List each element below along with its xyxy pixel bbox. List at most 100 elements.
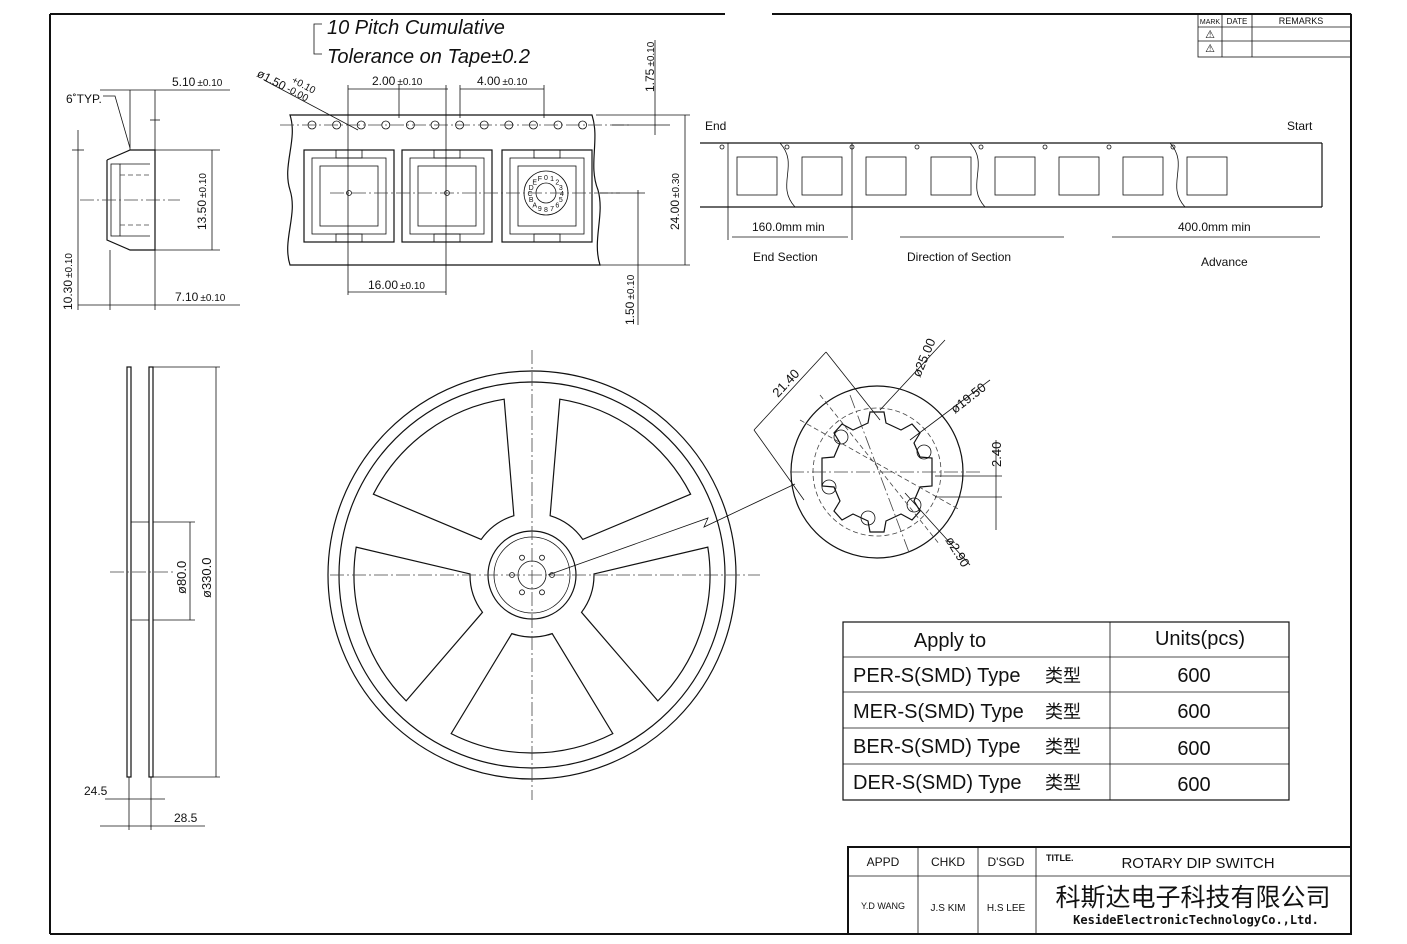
reel-window bbox=[372, 398, 515, 541]
dial-mark: 4 bbox=[560, 191, 564, 198]
dial-mark: 3 bbox=[559, 185, 563, 192]
hub-dim-key-width: 2.40 bbox=[989, 442, 1004, 467]
tape-pocket bbox=[303, 149, 395, 243]
title-appd-name: Y.D WANG bbox=[861, 901, 905, 911]
dial-mark: 1 bbox=[550, 176, 554, 183]
tape-dim-width: 24.00±0.30 bbox=[668, 173, 682, 230]
pitch-note-line2: Tolerance on Tape±0.2 bbox=[327, 46, 530, 68]
tape-dim-bottom-offset: 1.50±0.10 bbox=[623, 274, 637, 325]
dial-mark: D bbox=[529, 185, 534, 192]
pitch-note: 10 Pitch Cumulative Tolerance on Tape±0.… bbox=[313, 17, 530, 68]
leader-hole bbox=[1042, 144, 1048, 150]
company-name-cn: 科斯达电子科技有限公司 bbox=[1055, 883, 1330, 912]
dial-mark: C bbox=[527, 191, 532, 198]
reel-side-view: ø80.0 ø330.0 24.5 28.5 bbox=[84, 366, 220, 830]
dial-mark: 9 bbox=[538, 206, 542, 213]
reel-front-view bbox=[327, 350, 796, 800]
units-row-type: DER-S(SMD) Type bbox=[853, 772, 1022, 794]
units-row-count: 600 bbox=[1177, 701, 1210, 723]
tape-pocket bbox=[401, 149, 493, 243]
title-chkd-name: J.S KIM bbox=[930, 903, 965, 914]
dial-mark: B bbox=[529, 197, 534, 204]
units-row-count: 600 bbox=[1177, 738, 1210, 760]
dial-mark: F bbox=[538, 176, 542, 183]
dial-mark: 8 bbox=[544, 207, 548, 214]
hub-hole bbox=[539, 554, 545, 561]
leader-pockets bbox=[719, 144, 1228, 196]
sheet-border bbox=[49, 13, 1352, 935]
leader-pocket bbox=[736, 156, 778, 196]
tape-pockets bbox=[303, 149, 593, 243]
hub-hole bbox=[519, 554, 525, 561]
dial-mark: 6 bbox=[555, 202, 559, 209]
tape-dim-pocket-pitch: 16.00±0.10 bbox=[368, 278, 425, 292]
dial-mark: 5 bbox=[559, 197, 563, 204]
units-row-type: PER-S(SMD) Type bbox=[853, 665, 1020, 687]
units-row-count: 600 bbox=[1177, 774, 1210, 796]
hub-dim-outer-dia: ø25.00 bbox=[909, 336, 939, 379]
dial-mark: E bbox=[532, 180, 537, 187]
hub-hole bbox=[519, 589, 525, 596]
title-appd-label: APPD bbox=[867, 855, 900, 869]
tape-dim-edge-offset: 1.75±0.10 bbox=[643, 41, 657, 92]
revision-table: MARK DATE REMARKS ⚠ ⚠ bbox=[1197, 13, 1352, 58]
units-table: Apply to Units(pcs) PER-S(SMD) Type 类型 6… bbox=[842, 621, 1290, 801]
leader-end-section: End Section bbox=[753, 250, 818, 264]
leader-trailer-diagram: End Start 160.0mm min 400.0mm min End Se… bbox=[700, 119, 1323, 269]
side-dim-width-bottom: 7.10±0.10 bbox=[175, 290, 226, 304]
leader-hole bbox=[978, 144, 984, 150]
side-dim-width-top: 5.10±0.10 bbox=[172, 75, 223, 89]
side-angle-label: 6˚TYP. bbox=[66, 92, 102, 106]
title-dsgd-name: H.S LEE bbox=[987, 903, 1026, 914]
units-row-type: BER-S(SMD) Type bbox=[853, 736, 1020, 758]
title-chkd-label: CHKD bbox=[931, 855, 965, 869]
hub-detail: 21.40 ø25.00 ø19.50 2.40 ø2.90 bbox=[753, 336, 1004, 570]
company-name-en: KesideElectronicTechnologyCo.,Ltd. bbox=[1073, 913, 1319, 927]
leader-start-label: Start bbox=[1287, 119, 1313, 133]
revision-header-remarks: REMARKS bbox=[1279, 16, 1324, 26]
leader-pocket bbox=[865, 156, 907, 196]
reel-dim-hub: ø80.0 bbox=[174, 561, 189, 594]
units-row-suffix: 类型 bbox=[1045, 702, 1081, 722]
reel-dim-reel: ø330.0 bbox=[199, 558, 214, 598]
pitch-note-line1: 10 Pitch Cumulative bbox=[327, 17, 505, 39]
revision-header-date: DATE bbox=[1227, 17, 1248, 26]
dial-mark: A bbox=[532, 202, 537, 209]
dial-mark: 0 bbox=[544, 175, 548, 182]
units-header-units: Units(pcs) bbox=[1155, 628, 1245, 650]
leader-start-length: 400.0mm min bbox=[1178, 220, 1251, 234]
dial-mark: 2 bbox=[555, 180, 559, 187]
reel-window bbox=[353, 546, 484, 702]
leader-hole bbox=[1170, 144, 1176, 150]
units-row-count: 600 bbox=[1177, 665, 1210, 687]
warning-icon: ⚠ bbox=[1205, 43, 1215, 55]
units-row-type: MER-S(SMD) Type bbox=[853, 701, 1024, 723]
title-title-label: TITLE. bbox=[1046, 853, 1074, 863]
reel-window bbox=[580, 546, 711, 702]
leader-pocket bbox=[1058, 156, 1100, 196]
reel-dim-outer-width: 28.5 bbox=[174, 811, 198, 825]
tape-pocket bbox=[501, 149, 593, 243]
leader-pocket bbox=[994, 156, 1036, 196]
tape-dim-hole-dia: ø1.50 bbox=[255, 66, 289, 93]
tape-dim-pitch-hole: 2.00±0.10 bbox=[372, 74, 423, 88]
reel-window bbox=[549, 398, 692, 541]
warning-icon: ⚠ bbox=[1205, 29, 1215, 41]
dial-mark: 7 bbox=[550, 206, 554, 213]
leader-hole bbox=[914, 144, 920, 150]
component-side-view: 5.10±0.10 6˚TYP. 13.50±0.10 10.30±0.10 7… bbox=[61, 75, 240, 310]
units-header-apply: Apply to bbox=[914, 630, 986, 652]
title-dsgd-label: D'SGD bbox=[988, 855, 1025, 869]
reel-dim-inner-width: 24.5 bbox=[84, 784, 108, 798]
units-row-suffix: 类型 bbox=[1045, 666, 1081, 686]
pocket-hole bbox=[346, 190, 352, 196]
leader-end-length: 160.0mm min bbox=[752, 220, 825, 234]
units-row-suffix: 类型 bbox=[1045, 737, 1081, 757]
reel-window bbox=[450, 632, 614, 754]
title-block: APPD CHKD D'SGD TITLE. ROTARY DIP SWITCH… bbox=[847, 846, 1352, 935]
leader-hole bbox=[719, 144, 725, 150]
title-drawing-title: ROTARY DIP SWITCH bbox=[1121, 855, 1274, 872]
reel-windows bbox=[353, 398, 711, 754]
